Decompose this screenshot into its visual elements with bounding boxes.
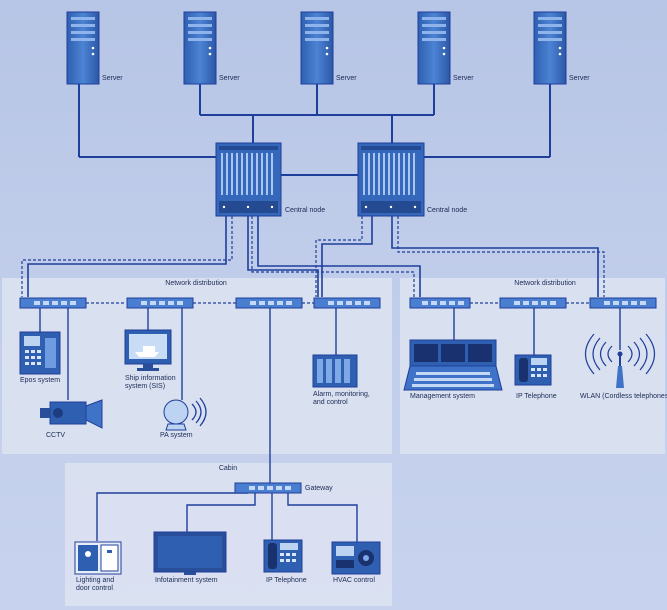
server-5: [533, 11, 567, 85]
server-1-label: Server: [102, 75, 123, 82]
left-distribution-title: Network distribution: [165, 280, 227, 287]
cabin-title: Cabin: [218, 465, 238, 472]
central-node-1-label: Central node: [285, 207, 326, 214]
central-node-1: [215, 142, 282, 217]
management-console-icon: [403, 339, 503, 391]
ship-information-monitor-icon: [124, 329, 172, 371]
wlan-label: WLAN (Cordless telephones): [580, 393, 667, 400]
epos-terminal-icon: [19, 331, 61, 375]
server-backbone-links: [78, 84, 551, 176]
cctv-camera-icon: [40, 399, 103, 429]
switch-left-2: [126, 297, 194, 309]
distribution-uplinks: [27, 216, 599, 297]
infotainment-tv-icon: [153, 531, 227, 575]
sis-label-line2: system (SIS): [125, 383, 166, 390]
ip-telephone-cabin-label: IP Telephone: [266, 577, 307, 584]
gateway-switch: [234, 482, 302, 494]
central-node-2: [357, 142, 425, 217]
central-node-2-label: Central node: [427, 207, 468, 214]
server-1: [66, 11, 100, 85]
server-2: [183, 11, 217, 85]
server-3-label: Server: [336, 75, 357, 82]
pa-label: PA system: [160, 432, 193, 439]
server-3: [300, 11, 334, 85]
ip-telephone-cabin-icon: [263, 539, 303, 573]
lighting-label-line2: door control: [76, 585, 113, 592]
alarm-control-rack-icon: [312, 354, 358, 388]
switch-left-4: [313, 297, 381, 309]
cctv-label: CCTV: [46, 432, 66, 439]
alarm-label-line1: Alarm, monitoring,: [313, 391, 370, 398]
lighting-door-control-icon: [74, 541, 122, 575]
infotainment-label: Infotainment system: [155, 577, 218, 584]
switch-right-3: [589, 297, 657, 309]
server-5-label: Server: [569, 75, 590, 82]
switch-right-2: [499, 297, 567, 309]
switch-left-1: [19, 297, 87, 309]
hvac-control-icon: [331, 541, 381, 575]
wlan-antenna-icon: [584, 333, 656, 388]
hvac-label: HVAC control: [333, 577, 375, 584]
ip-telephone-right-label: IP Telephone: [516, 393, 557, 400]
pa-system-icon: [163, 397, 207, 431]
gateway-label: Gateway: [305, 485, 333, 492]
alarm-label-line2: and control: [313, 399, 348, 406]
server-4-label: Server: [453, 75, 474, 82]
right-distribution-title: Network distribution: [514, 280, 576, 287]
distribution-uplinks-redundant: [21, 216, 605, 297]
switch-right-1: [409, 297, 471, 309]
lighting-label-line1: Lighting and: [76, 577, 115, 584]
management-label: Management system: [410, 393, 475, 400]
server-4: [417, 11, 451, 85]
ip-telephone-right-icon: [514, 354, 552, 386]
epos-label: Epos system: [20, 377, 61, 384]
sis-label-line1: Ship information: [125, 375, 176, 382]
cabin-panel: [65, 463, 392, 606]
switch-left-3: [235, 297, 303, 309]
device-links: [39, 308, 621, 542]
server-2-label: Server: [219, 75, 240, 82]
